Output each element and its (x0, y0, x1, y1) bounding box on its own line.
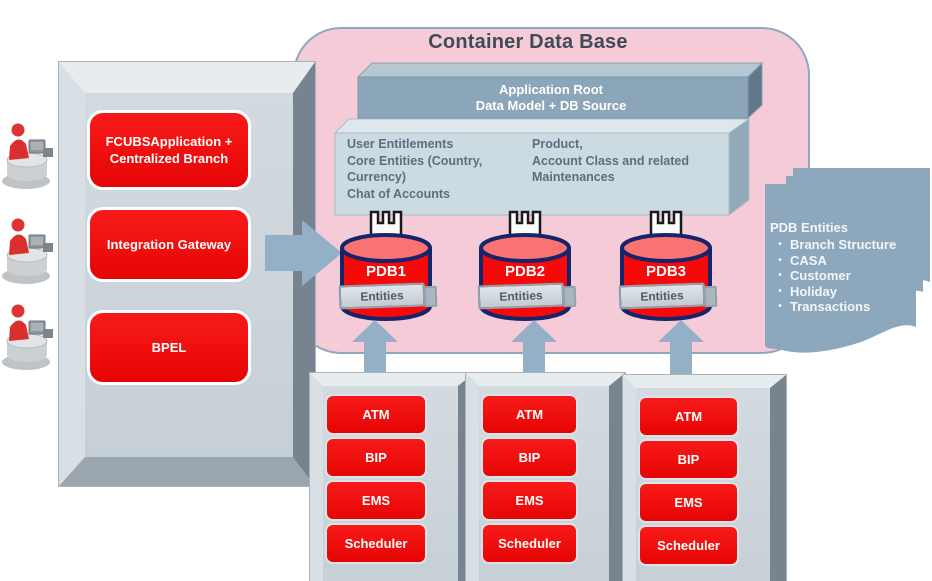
node-label: Integration Gateway (106, 237, 232, 252)
connector-plug-icon (649, 210, 683, 238)
pdb3-database-cylinder: PDB3 Entities (618, 210, 718, 322)
node-label: ATM (515, 407, 544, 422)
node-label: FCUBSApplication + Centralized Branch (105, 134, 233, 166)
node-label: Scheduler (344, 536, 408, 551)
note-item: •Holiday (770, 284, 925, 300)
pdb2-database-cylinder: PDB2 Entities (477, 210, 577, 322)
pdb-name: PDB1 (365, 263, 406, 280)
node-atm: ATM (481, 394, 578, 435)
pdb-name: PDB2 (504, 263, 545, 280)
node-label: ATM (362, 407, 390, 422)
bullet-icon: • (778, 270, 782, 281)
band-tab (562, 285, 577, 308)
root-entitlements-col1: User Entitlements Core Entities (Country… (347, 137, 483, 201)
root-entitlements-text: User Entitlements Core Entities (Country… (335, 132, 727, 213)
pdb-entities-band: Entities (477, 282, 565, 310)
service-stack-2: ATM BIP EMS Scheduler (465, 372, 626, 581)
node-label: Scheduler (498, 536, 561, 551)
container-database-title: Container Data Base (428, 31, 628, 53)
node-scheduler: Scheduler (325, 523, 427, 564)
band-tab (703, 285, 718, 308)
node-label: EMS (515, 493, 544, 508)
node-ems: EMS (481, 480, 578, 521)
services-to-pdb3-arrow-icon (658, 320, 704, 374)
application-root-slab (356, 61, 764, 120)
node-bip: BIP (325, 437, 427, 478)
node-label: EMS (674, 495, 703, 510)
root-entitlements-col2: Product, Account Class and related Maint… (532, 137, 689, 184)
service-stack-3: ATM BIP EMS Scheduler (622, 374, 787, 581)
user-workstation-icon (1, 118, 59, 192)
node-label: BIP (677, 452, 700, 467)
node-label: BIP (365, 450, 387, 465)
services-to-pdb1-arrow-icon (352, 320, 398, 374)
node-atm: ATM (638, 396, 739, 437)
pdb-entities-note: PDB Entities •Branch Structure •CASA •Cu… (760, 162, 932, 362)
application-root-line2: Data Model + DB Source (475, 98, 627, 113)
node-label: BPEL (151, 340, 187, 355)
note-item: •Transactions (770, 299, 925, 315)
bullet-icon: • (778, 254, 782, 266)
band-tab (423, 285, 438, 308)
node-scheduler: Scheduler (638, 525, 739, 566)
root-entitlements-box (333, 118, 751, 216)
node-label: Scheduler (657, 538, 720, 553)
node-label: EMS (361, 493, 391, 508)
user-workstation-icon (1, 213, 59, 287)
note-item: •Customer (770, 268, 925, 284)
bullet-icon: • (778, 301, 782, 312)
pdb-entities-band: Entities (338, 282, 426, 310)
node-bip: BIP (638, 439, 739, 480)
node-fcubs-application: FCUBSApplication + Centralized Branch (87, 110, 251, 190)
node-scheduler: Scheduler (481, 523, 578, 564)
node-ems: EMS (638, 482, 739, 523)
note-title: PDB Entities (770, 220, 849, 235)
pdb-entities-list: PDB Entities •Branch Structure •CASA •Cu… (770, 220, 925, 315)
pdb-name: PDB3 (645, 263, 686, 280)
pdb-entities-band: Entities (618, 282, 706, 310)
node-ems: EMS (325, 480, 427, 521)
node-integration-gateway: Integration Gateway (87, 207, 251, 282)
connector-plug-icon (508, 210, 542, 238)
service-stack-1: ATM BIP EMS Scheduler (309, 372, 475, 581)
pdb1-database-cylinder: PDB1 Entities (338, 210, 438, 322)
node-atm: ATM (325, 394, 427, 435)
node-label: ATM (674, 409, 703, 424)
services-to-pdb2-arrow-icon (511, 320, 557, 374)
node-bpel: BPEL (87, 310, 251, 385)
node-label: BIP (518, 450, 541, 465)
bullet-icon: • (778, 285, 782, 297)
user-workstation-icon (1, 299, 59, 373)
gateway-to-cdb-arrow-icon (265, 220, 342, 286)
application-root-line1: Application Root (499, 82, 603, 97)
note-item: •Branch Structure (770, 237, 925, 253)
application-root-label: Application Root Data Model + DB Source (358, 79, 744, 117)
bullet-icon: • (778, 239, 782, 250)
node-bip: BIP (481, 437, 578, 478)
note-item: •CASA (770, 253, 925, 269)
connector-plug-icon (369, 210, 403, 238)
fcubs-stack-panel: FCUBSApplication + Centralized Branch In… (58, 61, 316, 487)
